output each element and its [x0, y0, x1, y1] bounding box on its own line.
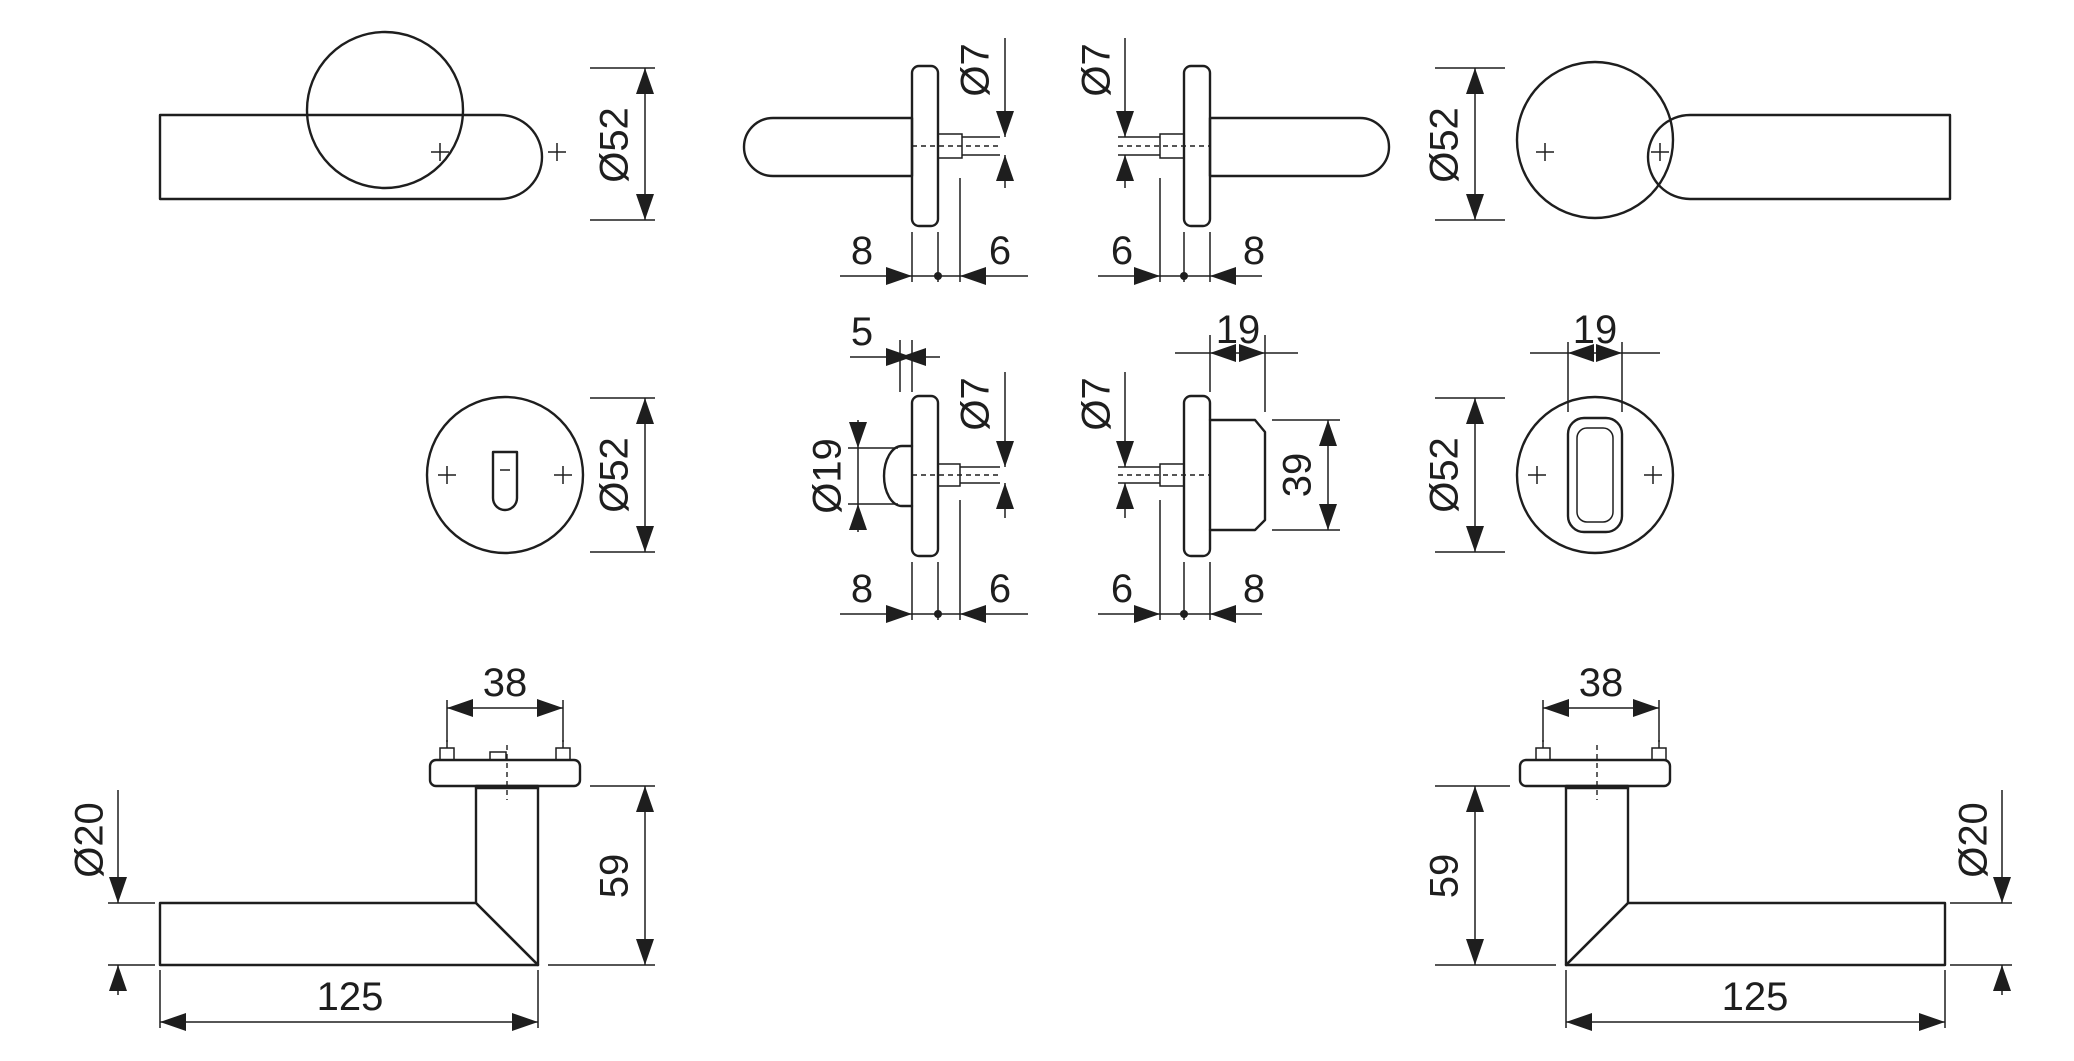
- spindle-diameter-label-4: Ø7: [1075, 377, 1119, 430]
- rose-diameter-label: Ø52: [593, 107, 637, 183]
- rose-diameter-label-4: Ø52: [1423, 437, 1467, 513]
- handle-height-label-1: 59: [593, 854, 637, 899]
- rose-depth-label-4: 8: [1243, 567, 1265, 611]
- thumbturn-width-label: 5: [851, 310, 873, 354]
- lever-top-view-left: 38 59 Ø20 125: [68, 661, 655, 1031]
- lever-length-label-1: 125: [317, 975, 384, 1019]
- spindle-diameter-label-3: Ø7: [954, 377, 998, 430]
- lever-side-view-1: 8 6 Ø7: [742, 38, 1028, 285]
- rose-depth-label-1: 8: [851, 229, 873, 273]
- lever-front-view-left: [158, 30, 566, 201]
- thumbturn-front-view: 19: [1515, 308, 1675, 555]
- lever-diameter-label-1: Ø20: [68, 802, 112, 878]
- lever-top-view-right: 38 59 Ø20 125: [1423, 661, 2012, 1031]
- lever-front-view-right: [1515, 60, 1952, 220]
- coin-slot-front-view: [425, 395, 585, 555]
- spindle-diameter-label-2: Ø7: [1075, 43, 1119, 96]
- lever-length-label-2: 125: [1722, 975, 1789, 1019]
- rose-diameter-label-2: Ø52: [1423, 107, 1467, 183]
- spindle-offset-label-3: 6: [989, 567, 1011, 611]
- lever-diameter-label-2: Ø20: [1952, 802, 1996, 878]
- coin-slot-side-view: 19 39 6 8 Ø7: [1075, 308, 1340, 623]
- thumbturn-side-view: 5 Ø19 8 6 Ø7: [806, 310, 1028, 623]
- rose-diameter-dimension-3: Ø52: [590, 397, 655, 553]
- coin-slot-width-label: 19: [1216, 308, 1261, 352]
- spindle-offset-label-2: 6: [1111, 229, 1133, 273]
- spindle-diameter-label-1: Ø7: [954, 43, 998, 96]
- handle-height-label-2: 59: [1423, 854, 1467, 899]
- coin-slot-height-label: 39: [1276, 453, 1320, 498]
- rose-diameter-dimension-1: Ø52: [590, 67, 655, 221]
- rose-depth-label-3: 8: [851, 567, 873, 611]
- rose-diameter-dimension-4: Ø52: [1423, 397, 1505, 553]
- lever-side-view-2: 6 8 Ø7: [1075, 38, 1391, 285]
- spindle-offset-label-1: 6: [989, 229, 1011, 273]
- fixing-distance-label-2: 38: [1579, 661, 1624, 705]
- thumbturn-width-label-front: 19: [1573, 308, 1618, 352]
- rose-diameter-label-3: Ø52: [593, 437, 637, 513]
- rose-depth-label-2: 8: [1243, 229, 1265, 273]
- fixing-distance-label-1: 38: [483, 661, 528, 705]
- rose-diameter-dimension-2: Ø52: [1423, 67, 1505, 221]
- spindle-offset-label-4: 6: [1111, 567, 1133, 611]
- thumbturn-diameter-label: Ø19: [806, 438, 850, 514]
